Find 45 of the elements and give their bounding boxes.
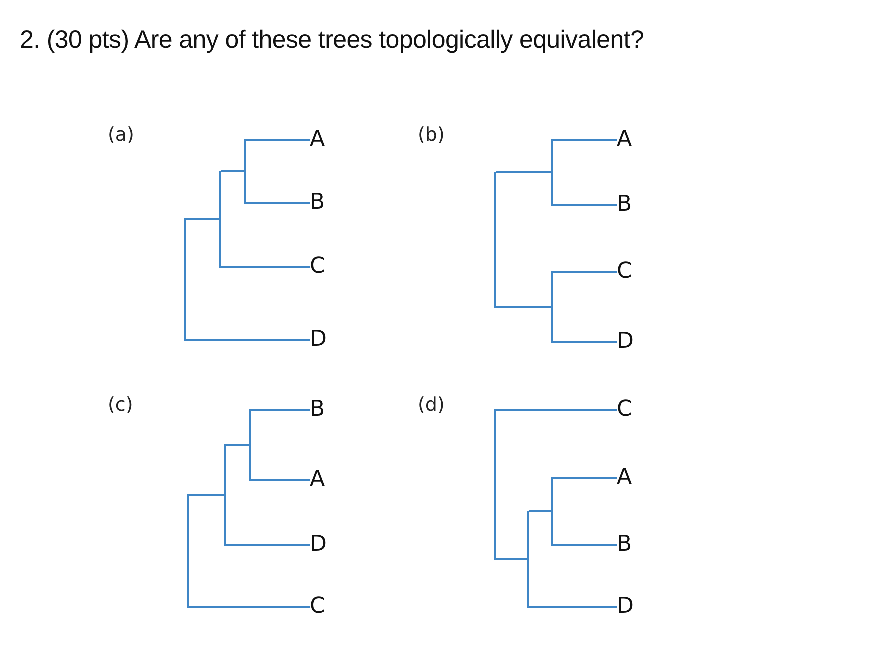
leaf-label: D [310, 326, 327, 354]
tree-branch-line [246, 139, 310, 141]
tree-branch-line [221, 170, 244, 172]
leaf-label: B [310, 189, 326, 217]
tree-branch-line [553, 341, 617, 343]
tree-branch-line [553, 204, 617, 206]
leaf-label: B [617, 191, 632, 219]
leaf-label: D [310, 531, 327, 559]
tree-branch-line [226, 544, 310, 546]
tree-branch-line [246, 202, 310, 204]
leaf-label: D [617, 593, 634, 621]
leaf-label: C [310, 593, 326, 621]
leaf-label: B [310, 396, 326, 424]
panel-label: (c) [108, 394, 134, 416]
tree-branch-line [553, 477, 617, 479]
tree-branch-line [496, 409, 617, 411]
tree-branch-line [221, 266, 310, 268]
tree-branch-line [496, 306, 551, 308]
panel-label: (b) [418, 124, 445, 146]
leaf-label: A [310, 466, 326, 494]
leaf-label: B [617, 531, 632, 559]
tree-branch-line [251, 409, 310, 411]
panel-label: (d) [418, 394, 445, 416]
tree-branch-line [496, 172, 551, 174]
tree-branch-line [553, 271, 617, 273]
panel-label: (a) [108, 124, 134, 146]
tree-branch-line [553, 139, 617, 141]
tree-branch-line [553, 544, 617, 546]
leaf-label: D [617, 328, 634, 356]
leaf-label: A [617, 126, 632, 154]
tree-branch-line [251, 479, 310, 481]
leaf-label: C [617, 396, 632, 424]
tree-branch-line [186, 339, 310, 341]
question-title: 2. (30 pts) Are any of these trees topologically equivalent? [20, 26, 644, 55]
tree-branch-line [529, 510, 551, 512]
tree-branch-line [189, 494, 224, 496]
leaf-label: A [310, 126, 326, 154]
tree-branch-line [189, 606, 310, 608]
leaf-label: A [617, 464, 632, 492]
leaf-label: C [310, 253, 326, 281]
leaf-label: C [617, 258, 632, 286]
tree-branch-line [186, 218, 219, 220]
tree-branch-line [226, 444, 249, 446]
tree-branch-line [529, 606, 617, 608]
tree-branch-line [496, 558, 527, 560]
